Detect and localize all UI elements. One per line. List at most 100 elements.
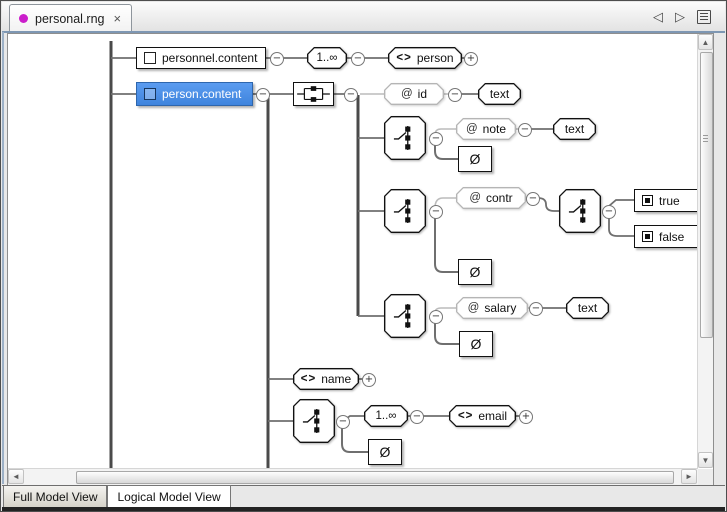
collapse-toggle[interactable]: −: [351, 52, 365, 66]
menu-lines-icon: [700, 12, 708, 21]
collapse-toggle[interactable]: −: [429, 310, 443, 324]
occurs-node[interactable]: 1..∞: [364, 405, 408, 427]
collapse-toggle[interactable]: −: [336, 415, 350, 429]
define-icon: [144, 52, 156, 64]
expand-toggle[interactable]: +: [362, 373, 376, 387]
text-node[interactable]: text: [566, 297, 609, 319]
attribute-id-node[interactable]: @id: [384, 83, 444, 105]
active-tab-accent-line: [2, 31, 725, 33]
nav-back-icon[interactable]: ◁: [653, 9, 663, 24]
scrollbar-grip: [703, 135, 708, 143]
node-label: person: [416, 51, 454, 65]
occurs-node[interactable]: 1..∞: [307, 47, 347, 69]
choice-icon: [393, 124, 417, 152]
choice-icon: [393, 197, 417, 225]
attribute-note-node[interactable]: @note: [456, 118, 516, 140]
node-label: email: [478, 409, 508, 423]
element-name-node[interactable]: <> name: [293, 368, 359, 390]
choice-node[interactable]: [559, 189, 601, 233]
empty-node[interactable]: Ø: [368, 439, 402, 465]
node-label: salary: [484, 301, 517, 315]
node-label: 1..∞: [375, 410, 397, 422]
scroll-left-button[interactable]: ◄: [8, 469, 24, 484]
collapse-toggle[interactable]: −: [429, 132, 443, 146]
element-icon: <>: [396, 52, 412, 64]
editor-tab-personal-rng[interactable]: personal.rng ×: [9, 4, 133, 32]
interleave-icon: [297, 86, 330, 102]
value-true-node[interactable]: true: [634, 189, 697, 212]
define-person-content-node-selected[interactable]: person.content: [136, 82, 253, 106]
node-label: personnel.content: [162, 51, 258, 65]
empty-node[interactable]: Ø: [458, 146, 492, 172]
value-false-node[interactable]: false: [634, 225, 697, 248]
text-node[interactable]: text: [478, 83, 521, 105]
node-label: name: [321, 372, 352, 386]
tab-logical-model-view[interactable]: Logical Model View: [107, 485, 231, 508]
editor-list-icon[interactable]: [697, 9, 711, 24]
node-label: true: [659, 193, 680, 208]
choice-node[interactable]: [384, 294, 426, 338]
choice-node[interactable]: [293, 399, 335, 443]
empty-symbol: Ø: [469, 264, 481, 280]
node-label: false: [659, 229, 685, 244]
element-icon: <>: [300, 373, 317, 385]
schema-diagram-editor: personnel.content − 1..∞ − <> person + pe…: [7, 33, 714, 486]
node-label: text: [489, 87, 510, 101]
horizontal-scrollbar[interactable]: ◄ ►: [8, 468, 698, 485]
node-label: person.content: [162, 87, 242, 101]
choice-node[interactable]: [384, 116, 426, 160]
attribute-icon: @: [467, 302, 480, 314]
node-label: text: [564, 122, 585, 136]
scroll-right-button[interactable]: ►: [681, 469, 697, 484]
horizontal-scrollbar-thumb[interactable]: [76, 471, 674, 484]
attribute-salary-node[interactable]: @ salary: [456, 297, 528, 319]
scroll-down-button[interactable]: ▼: [698, 452, 713, 468]
node-label: note: [482, 122, 507, 136]
expand-toggle[interactable]: +: [464, 52, 478, 66]
node-label: text: [577, 301, 598, 315]
attribute-icon: @: [469, 192, 481, 204]
vertical-scrollbar-thumb[interactable]: [700, 52, 713, 338]
empty-symbol: Ø: [470, 336, 482, 352]
collapse-toggle[interactable]: −: [448, 88, 462, 102]
interleave-node[interactable]: [293, 82, 334, 106]
choice-node[interactable]: [384, 189, 426, 233]
modified-dot-icon: [19, 14, 28, 23]
text-node[interactable]: text: [553, 118, 596, 140]
window-bottom-edge: [2, 507, 725, 511]
node-label: contr: [486, 191, 513, 205]
collapse-toggle[interactable]: −: [429, 205, 443, 219]
nav-forward-icon[interactable]: ▷: [675, 9, 685, 24]
choice-icon: [568, 197, 592, 225]
empty-node[interactable]: Ø: [459, 331, 493, 357]
value-icon-inner: [645, 198, 650, 203]
vertical-scrollbar[interactable]: ▲ ▼: [697, 34, 713, 468]
value-icon: [642, 195, 653, 206]
value-icon-inner: [645, 234, 650, 239]
collapse-toggle[interactable]: −: [410, 410, 424, 424]
element-icon: <>: [457, 410, 474, 422]
scrollbar-corner: [698, 469, 713, 485]
tab-label: Logical Model View: [117, 489, 221, 504]
node-label: id: [417, 87, 428, 101]
element-person-node[interactable]: <> person: [388, 47, 462, 69]
collapse-toggle[interactable]: −: [256, 88, 270, 102]
define-personnel-content-node[interactable]: personnel.content: [136, 47, 266, 69]
collapse-toggle[interactable]: −: [518, 123, 532, 137]
collapse-toggle[interactable]: −: [344, 88, 358, 102]
expand-toggle[interactable]: +: [519, 410, 533, 424]
scroll-up-button[interactable]: ▲: [698, 34, 713, 50]
editor-nav-group: ◁ ▷: [653, 2, 711, 31]
collapse-toggle[interactable]: −: [270, 52, 284, 66]
element-email-node[interactable]: <> email: [449, 405, 516, 427]
empty-node[interactable]: Ø: [458, 259, 492, 285]
collapse-toggle[interactable]: −: [526, 192, 540, 206]
collapse-toggle[interactable]: −: [602, 205, 616, 219]
empty-symbol: Ø: [379, 444, 391, 460]
attribute-contr-node[interactable]: @ contr: [456, 187, 526, 209]
diagram-viewport[interactable]: personnel.content − 1..∞ − <> person + pe…: [8, 34, 697, 468]
tab-full-model-view[interactable]: Full Model View: [3, 486, 108, 508]
close-tab-icon[interactable]: ×: [113, 11, 122, 26]
collapse-toggle[interactable]: −: [529, 302, 543, 316]
tab-label: Full Model View: [13, 489, 98, 504]
